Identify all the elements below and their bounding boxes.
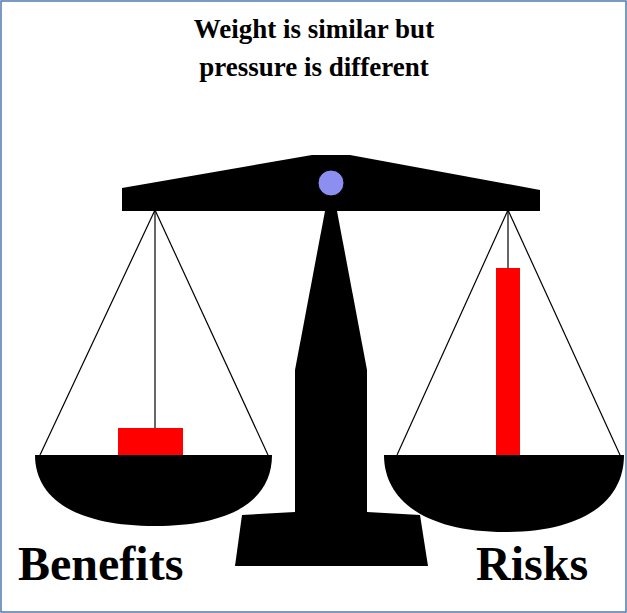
risk-weight [496,268,520,455]
left-pan [35,455,272,526]
right-pan [384,455,624,532]
heading: Weight is similar but pressure is differ… [149,10,479,86]
scale-column [295,211,367,516]
pivot-pin [318,170,344,196]
benefit-weight [118,428,183,455]
side-label: Benefits [18,536,183,592]
scale-base [235,512,428,566]
scale-beam [122,155,540,211]
side-label: Risks [476,536,588,592]
